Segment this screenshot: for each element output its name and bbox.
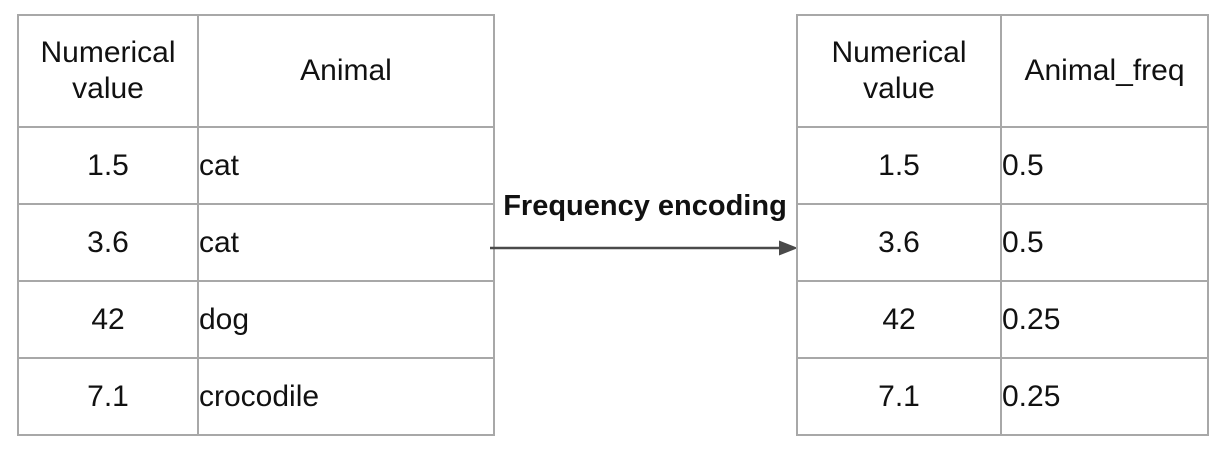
table-header-row: Numerical value Animal xyxy=(17,14,495,128)
numerical-value-cell: 3.6 xyxy=(796,203,1002,282)
table-header-row: Numerical value Animal_freq xyxy=(796,14,1209,128)
animal-freq-cell: 0.25 xyxy=(1000,280,1209,359)
numerical-value-cell: 1.5 xyxy=(17,126,199,205)
numerical-value-cell: 7.1 xyxy=(796,357,1002,436)
numerical-value-cell: 7.1 xyxy=(17,357,199,436)
column-header-numerical-value: Numerical value xyxy=(796,14,1002,128)
table-row: 7.1 crocodile xyxy=(17,357,495,436)
column-header-animal: Animal xyxy=(197,14,495,128)
numerical-value-cell: 1.5 xyxy=(796,126,1002,205)
animal-cell: cat xyxy=(197,126,495,205)
numerical-value-cell: 42 xyxy=(796,280,1002,359)
animal-freq-cell: 0.5 xyxy=(1000,203,1209,282)
table-row: 42 dog xyxy=(17,280,495,359)
table-row: 1.5 cat xyxy=(17,126,495,205)
table-row: 3.6 0.5 xyxy=(796,203,1209,282)
animal-freq-cell: 0.5 xyxy=(1000,126,1209,205)
source-table: Numerical value Animal 1.5 cat 3.6 cat 4… xyxy=(17,14,495,436)
table-row: 1.5 0.5 xyxy=(796,126,1209,205)
encoded-table: Numerical value Animal_freq 1.5 0.5 3.6 … xyxy=(796,14,1209,436)
table-row: 7.1 0.25 xyxy=(796,357,1209,436)
animal-cell: crocodile xyxy=(197,357,495,436)
table-row: 3.6 cat xyxy=(17,203,495,282)
column-header-numerical-value: Numerical value xyxy=(17,14,199,128)
animal-cell: cat xyxy=(197,203,495,282)
right-arrow-icon xyxy=(490,240,798,256)
arrow-label: Frequency encoding xyxy=(503,190,787,222)
animal-freq-cell: 0.25 xyxy=(1000,357,1209,436)
table-row: 42 0.25 xyxy=(796,280,1209,359)
animal-cell: dog xyxy=(197,280,495,359)
numerical-value-cell: 3.6 xyxy=(17,203,199,282)
numerical-value-cell: 42 xyxy=(17,280,199,359)
column-header-animal-freq: Animal_freq xyxy=(1000,14,1209,128)
